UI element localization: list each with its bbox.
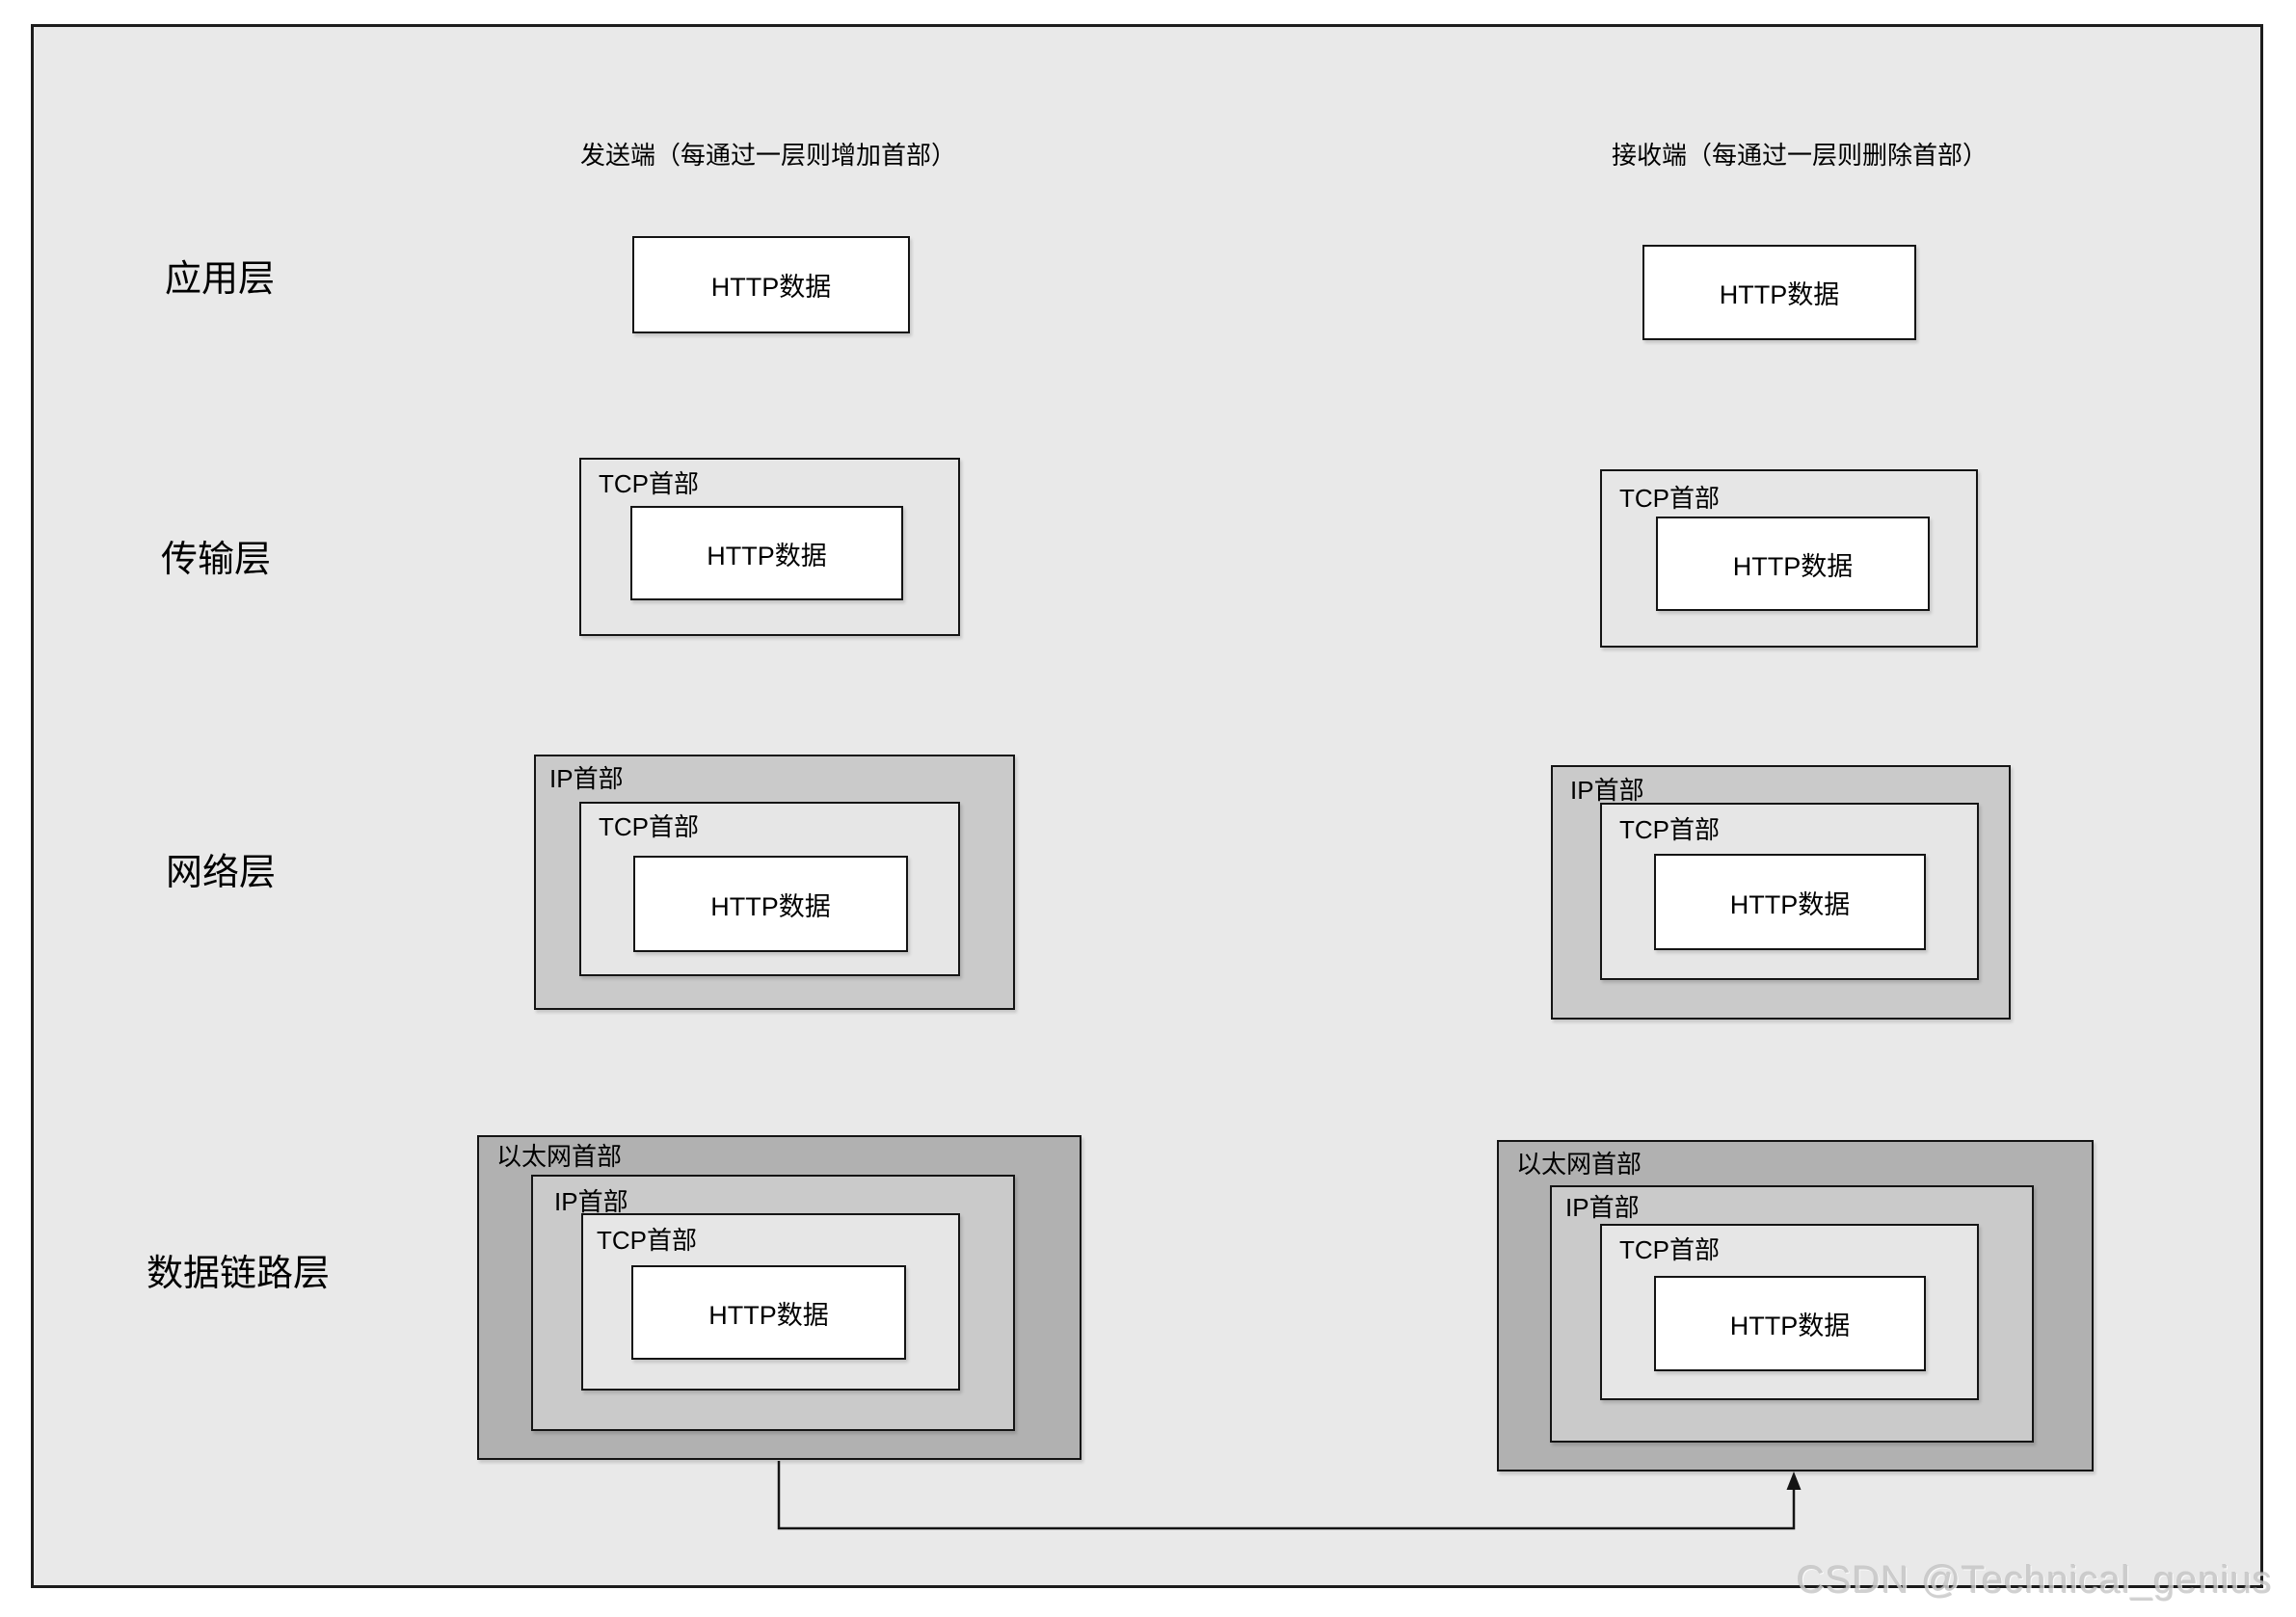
layer-label-network: 网络层 (166, 853, 277, 893)
sender-transport-http-box: HTTP数据 (630, 506, 903, 600)
ip-header-label: IP首部 (1570, 776, 1644, 805)
sender-application-http-box: HTTP数据 (632, 236, 910, 333)
layer-label-application: 应用层 (165, 259, 276, 300)
http-data-label: HTTP数据 (1732, 551, 1854, 581)
ip-header-label: IP首部 (554, 1187, 628, 1216)
tcp-header-label: TCP首部 (1619, 484, 1721, 513)
receiver-network-http-box: HTTP数据 (1654, 854, 1926, 950)
http-data-label: HTTP数据 (707, 541, 827, 570)
ip-header-label: IP首部 (1565, 1193, 1640, 1222)
http-data-label: HTTP数据 (708, 1300, 829, 1330)
sender-network-http-box: HTTP数据 (633, 856, 908, 952)
http-data-label: HTTP数据 (1729, 1312, 1851, 1340)
http-data-label: HTTP数据 (710, 891, 831, 921)
ethernet-header-label: 以太网首部 (1516, 1150, 1642, 1179)
layer-label-datalink: 数据链路层 (147, 1254, 331, 1294)
layer-label-transport: 传输层 (161, 540, 272, 580)
tcp-header-label: TCP首部 (597, 1226, 698, 1255)
tcp-header-label: TCP首部 (1619, 1235, 1721, 1264)
sender-datalink-http-box: HTTP数据 (631, 1265, 906, 1360)
receiver-datalink-http-box: HTTP数据 (1654, 1276, 1926, 1371)
tcp-header-label: TCP首部 (599, 469, 700, 498)
receiver-application-http-box: HTTP数据 (1642, 245, 1916, 340)
receiver-transport-http-box: HTTP数据 (1656, 517, 1930, 611)
watermark: CSDN @Technical_genius (1797, 1559, 2273, 1602)
http-data-label: HTTP数据 (710, 273, 832, 302)
tcp-header-label: TCP首部 (599, 812, 700, 841)
http-data-label: HTTP数据 (1719, 280, 1840, 309)
http-data-label: HTTP数据 (1729, 889, 1851, 919)
receiver-column-title: 接收端（每通过一层则删除首部） (1612, 141, 1989, 170)
ip-header-label: IP首部 (549, 764, 624, 793)
tcp-header-label: TCP首部 (1619, 815, 1721, 844)
sender-column-title: 发送端（每通过一层则增加首部） (580, 141, 957, 170)
ethernet-header-label: 以太网首部 (496, 1142, 623, 1171)
